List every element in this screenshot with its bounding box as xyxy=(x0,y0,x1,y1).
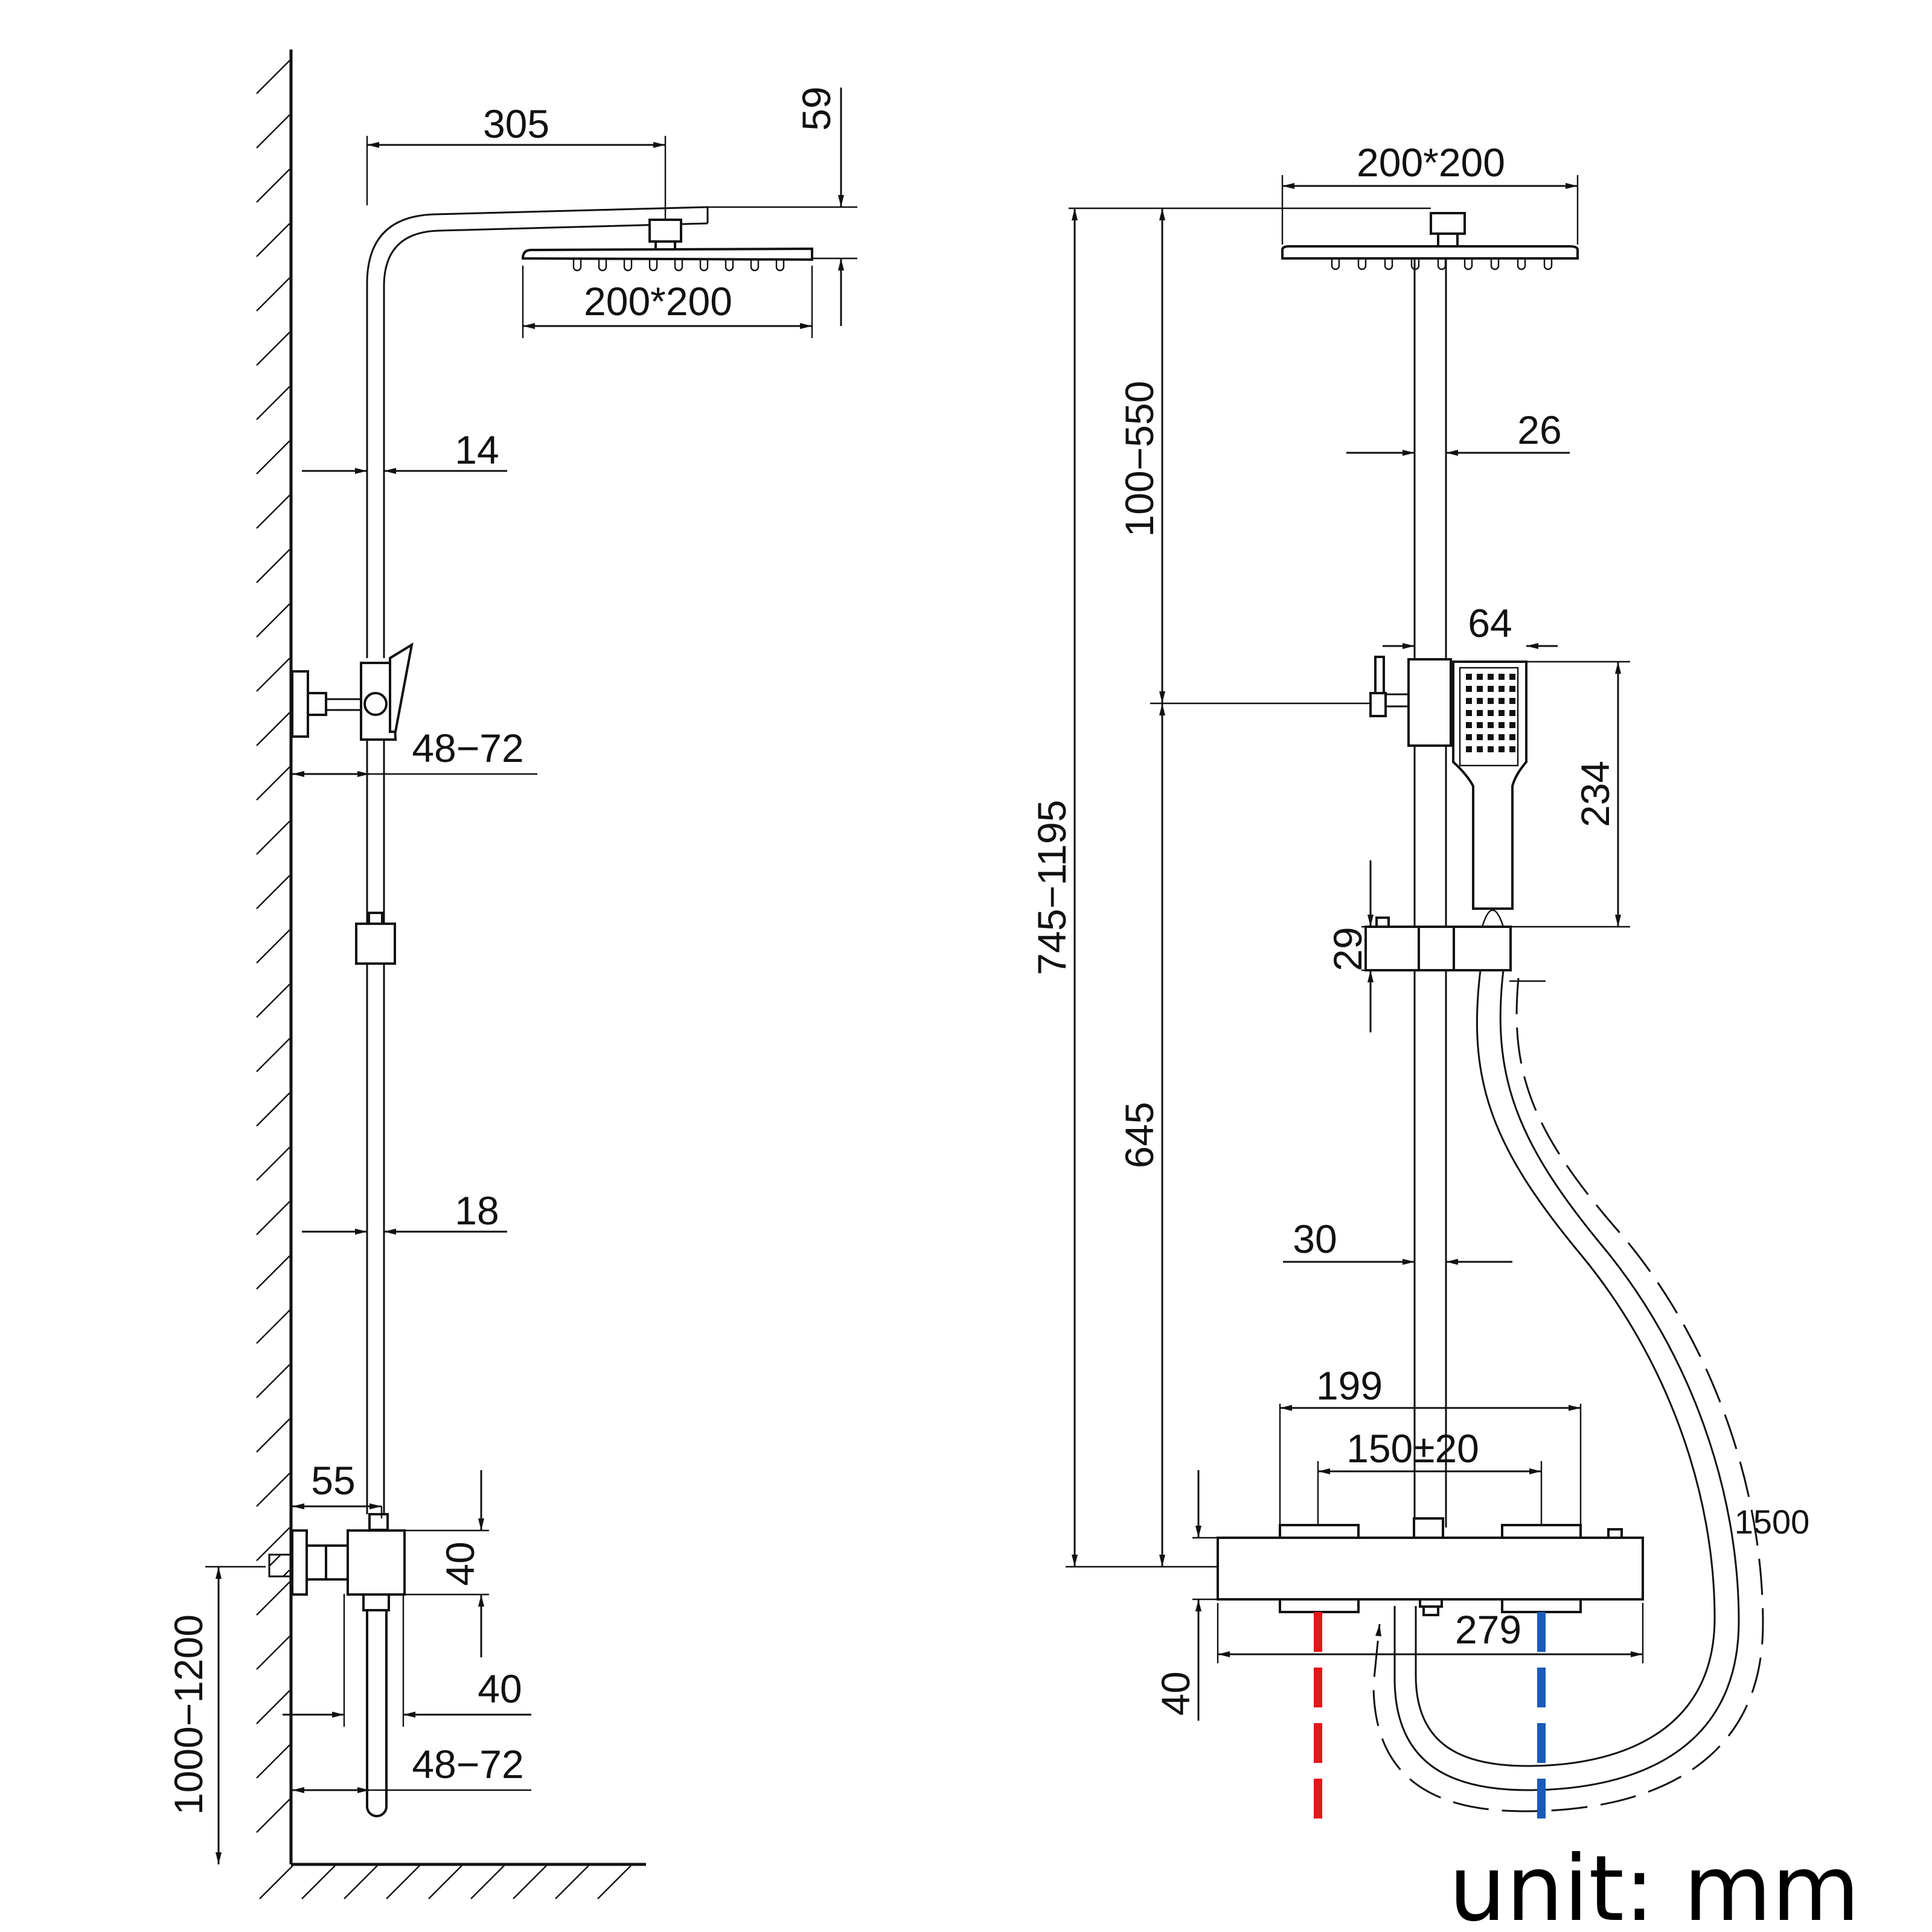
dim-body-height: 40 xyxy=(1153,1671,1198,1715)
dim-head-height: 59 xyxy=(794,86,839,130)
front-rain-head xyxy=(1281,245,1579,260)
dim-valve-height: 40 xyxy=(438,1541,482,1585)
dim-handset-width: 64 xyxy=(1468,601,1512,645)
dim-spout-width: 40 xyxy=(478,1666,522,1711)
dim-lower-pipe: 18 xyxy=(455,1188,499,1233)
dim-side-head-size: 200*200 xyxy=(584,279,732,324)
dim-upper-pipe: 14 xyxy=(455,427,499,472)
dim-pipe-width: 26 xyxy=(1517,408,1561,452)
dim-hose-length: 1500 xyxy=(1735,1503,1810,1541)
dim-head-offset: 305 xyxy=(483,101,549,146)
hose xyxy=(1415,970,1716,1767)
front-dimensions: 200*200 26 100−550 745−1195 645 64 xyxy=(1029,140,1809,1721)
dim-front-head-size: 200*200 xyxy=(1357,140,1505,185)
side-mixer xyxy=(268,1513,406,1817)
side-view: 305 59 200*200 14 48−72 18 xyxy=(166,50,857,1899)
dim-wall-range: 48−72 xyxy=(412,1742,523,1786)
wall-hatching xyxy=(256,60,632,1899)
upper-pipe xyxy=(366,206,708,658)
dim-body-length: 279 xyxy=(1455,1607,1521,1652)
front-mixer xyxy=(1217,1517,1644,1616)
dim-rail-length: 645 xyxy=(1117,1102,1162,1168)
dim-handset-length: 234 xyxy=(1573,761,1617,827)
unit-label: unit: mm xyxy=(1448,1837,1860,1932)
front-view: 200*200 26 100−550 745−1195 645 64 xyxy=(1029,140,1809,1832)
front-bracket xyxy=(1407,658,1452,747)
dim-mixer-width: 199 xyxy=(1316,1363,1383,1408)
dim-holder-height: 29 xyxy=(1325,927,1370,971)
dim-adjust-range: 100−550 xyxy=(1117,381,1162,537)
handset xyxy=(1452,661,1527,927)
dim-inlet-spacing: 150±20 xyxy=(1346,1426,1479,1471)
dim-rail-width: 30 xyxy=(1293,1217,1337,1261)
front-nozzles xyxy=(1331,258,1553,270)
dim-install-height: 1000−1200 xyxy=(166,1614,211,1815)
dim-valve-offset: 55 xyxy=(311,1458,355,1503)
head-connector xyxy=(648,219,682,243)
wall-bracket xyxy=(291,642,414,741)
side-rain-head xyxy=(521,247,813,261)
side-nozzles xyxy=(572,260,785,272)
side-dimensions: 305 59 200*200 14 48−72 18 xyxy=(166,86,857,1864)
slide-clamp xyxy=(355,923,396,965)
dim-total-height: 745−1195 xyxy=(1029,800,1074,976)
dim-bracket-range: 48−72 xyxy=(412,726,523,770)
head-connector-front xyxy=(1430,212,1466,235)
hand-shower-holder xyxy=(1364,916,1512,971)
